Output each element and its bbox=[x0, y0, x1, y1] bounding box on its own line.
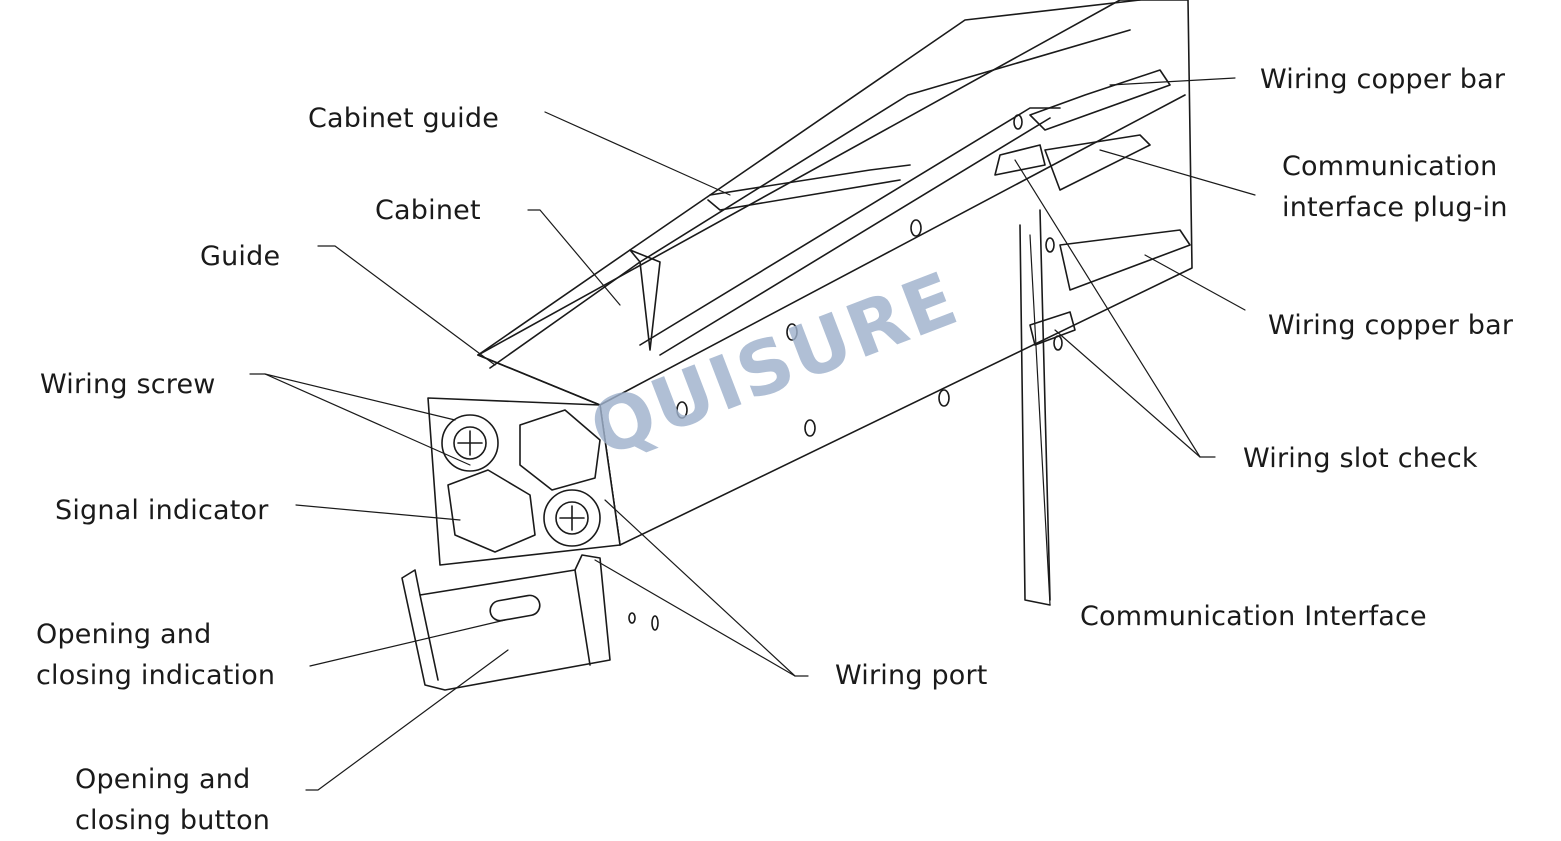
label-signal-indicator: Signal indicator bbox=[55, 495, 269, 526]
label-communication-interface: Communication Interface bbox=[1080, 601, 1427, 632]
label-communication-interface-plugin: Communication interface plug-in bbox=[1282, 151, 1508, 223]
front-panel bbox=[427, 397, 621, 566]
label-opening-closing-indication: Opening and closing indication bbox=[36, 619, 276, 691]
label-guide: Guide bbox=[200, 241, 281, 272]
label-wiring-screw: Wiring screw bbox=[40, 369, 216, 400]
label-cabinet: Cabinet bbox=[375, 195, 481, 226]
label-opening-closing-button: Opening and closing button bbox=[75, 764, 271, 836]
label-wiring-copper-bar-top: Wiring copper bar bbox=[1260, 64, 1506, 95]
label-wiring-slot-check: Wiring slot check bbox=[1243, 443, 1478, 474]
mounting-holes bbox=[628, 114, 1063, 631]
opening-closing-handle bbox=[401, 554, 611, 691]
rear-copper-bars bbox=[994, 69, 1191, 606]
label-cabinet-guide: Cabinet guide bbox=[308, 103, 500, 134]
leader-lines bbox=[249, 77, 1256, 791]
label-wiring-copper-bar-mid: Wiring copper bar bbox=[1268, 310, 1514, 341]
label-wiring-port: Wiring port bbox=[835, 660, 988, 691]
